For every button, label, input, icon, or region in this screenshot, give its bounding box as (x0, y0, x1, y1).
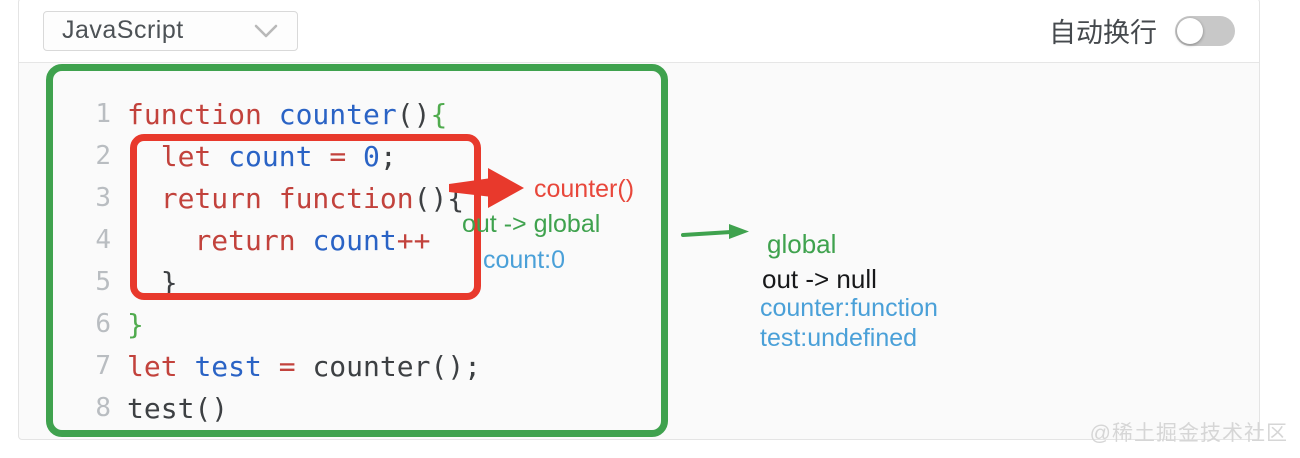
code-token: } (127, 265, 178, 299)
code-token: return function (160, 181, 414, 215)
line-number: 7 (95, 351, 111, 381)
right-annotation-1: out -> null (762, 264, 877, 294)
language-selector[interactable]: JavaScript (43, 10, 298, 51)
toggle-knob (1177, 17, 1203, 44)
code-line: 2 let count = 0; (87, 135, 481, 177)
code-token: () (396, 97, 431, 131)
code-line: 7 let test = counter(); (87, 345, 481, 387)
code-token: let (127, 349, 195, 383)
code-token: counter(); (312, 349, 482, 383)
code-line: 5 } (87, 261, 481, 303)
code-token: test() (127, 391, 229, 425)
line-number: 2 (95, 141, 111, 171)
left-annotation-0: counter() (534, 175, 635, 203)
right-annotation-0: global (767, 229, 837, 259)
line-number: 8 (95, 393, 111, 423)
code-line: 4 return count++ (87, 219, 481, 261)
code-line: 1 function counter(){ (87, 93, 481, 135)
code-token (262, 350, 279, 383)
code-token: count (312, 223, 397, 257)
editor-toolbar: JavaScript 自动换行 (19, 0, 1259, 63)
code-line: 8 test() (87, 387, 481, 429)
left-annotation-2: count:0 (483, 246, 566, 274)
code-token: counter (278, 97, 397, 131)
word-wrap-label: 自动换行 (1049, 18, 1157, 48)
chevron-down-icon (253, 22, 279, 40)
code-token: count (228, 139, 313, 173)
line-number: 4 (95, 225, 111, 255)
right-annotation-3: test:undefined (760, 324, 918, 352)
line-number: 1 (95, 99, 111, 129)
code-token: { (430, 97, 448, 131)
code-token: ++ (396, 223, 431, 257)
red-arrow-icon (448, 166, 528, 215)
right-annotation-2: counter:function (760, 294, 938, 322)
code-line: 6} (87, 303, 481, 345)
code-token: test (194, 349, 262, 383)
left-annotation-1: out -> global (462, 210, 601, 238)
watermark: @稀土掘金技术社区 (1089, 422, 1288, 445)
code-token: ; (379, 139, 397, 173)
language-selector-value: JavaScript (62, 16, 184, 44)
word-wrap-toggle[interactable] (1175, 15, 1235, 46)
line-number: 3 (95, 183, 111, 213)
red-annotation-box (130, 134, 481, 300)
code-token: = (329, 139, 364, 173)
code-line: 3 return function(){ (87, 177, 481, 219)
code-token: return (194, 223, 313, 257)
code-token: 0 (363, 139, 380, 173)
word-wrap-control: 自动换行 (1049, 11, 1235, 50)
code-token: = (278, 349, 313, 383)
code-token: } (127, 307, 144, 341)
code-token: let (160, 139, 229, 173)
line-number: 6 (95, 309, 111, 339)
code-token: function (127, 97, 279, 131)
line-number: 5 (95, 267, 111, 297)
green-arrow-icon (681, 221, 751, 250)
